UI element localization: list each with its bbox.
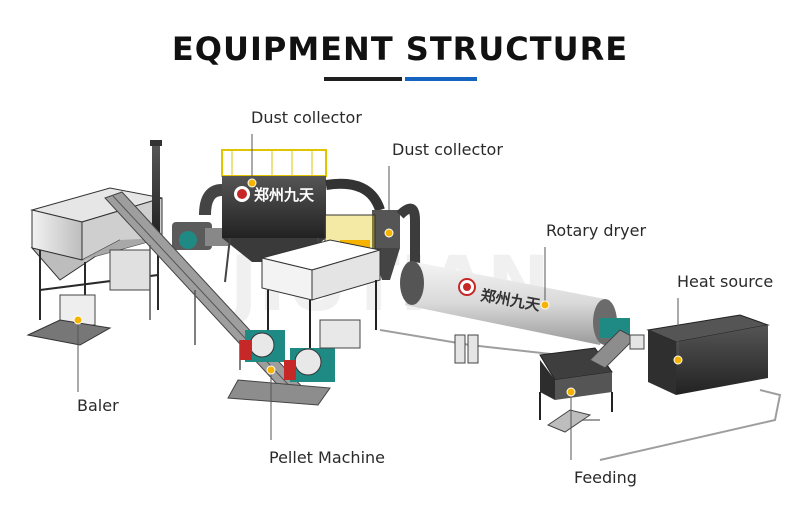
marker-baler	[73, 315, 83, 325]
callout-markers	[73, 178, 683, 397]
callout-lines	[77, 134, 679, 460]
label-baler: Baler	[77, 396, 119, 415]
feeding-hopper	[539, 329, 636, 433]
control-cabinets	[454, 334, 479, 364]
pellet-machine	[240, 239, 381, 382]
label-dust-collector-2: Dust collector	[392, 140, 503, 159]
baler-machine	[26, 187, 163, 346]
marker-rotary-dryer	[540, 300, 550, 310]
marker-dust-collector-2	[384, 228, 394, 238]
marker-heat-source	[673, 355, 683, 365]
rotary-dryer: 郑州九天	[400, 261, 630, 345]
label-heat-source: Heat source	[677, 272, 774, 291]
heat-source-furnace	[629, 314, 770, 395]
title-underline-dark	[324, 77, 402, 81]
marker-dust-collector-1	[247, 178, 257, 188]
label-rotary-dryer: Rotary dryer	[546, 221, 647, 240]
brand-mark-1: 郑州九天	[254, 186, 315, 204]
title-underline-blue	[405, 77, 477, 81]
label-feeding: Feeding	[574, 468, 637, 487]
fan-unit	[172, 222, 229, 250]
page-title: EQUIPMENT STRUCTURE	[171, 30, 629, 68]
label-pellet-machine: Pellet Machine	[269, 448, 385, 467]
chimney	[150, 140, 162, 236]
marker-feeding	[566, 387, 576, 397]
label-dust-collector-1: Dust collector	[251, 108, 362, 127]
marker-pellet-machine	[266, 365, 276, 375]
